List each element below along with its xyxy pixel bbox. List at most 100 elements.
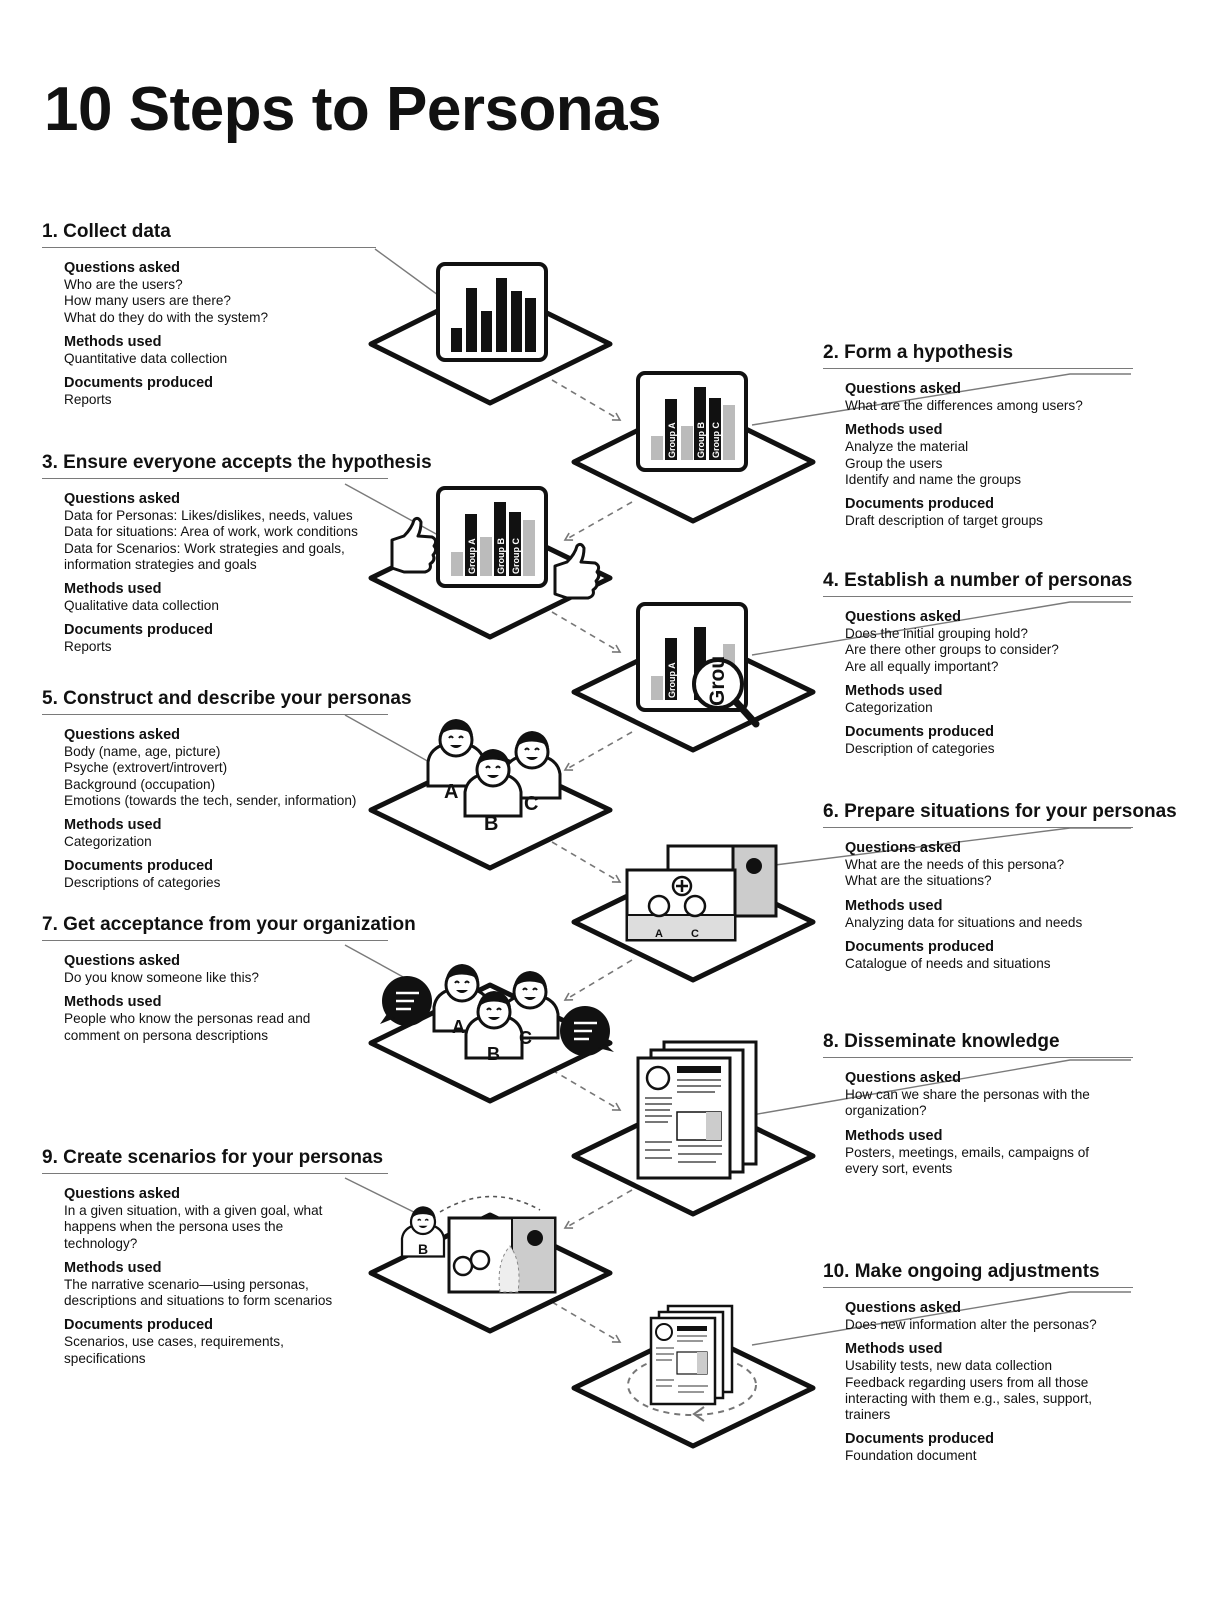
svg-text:C: C <box>524 793 538 815</box>
documents-section: Documents produced Foundation document <box>845 1431 1133 1464</box>
documents-heading: Documents produced <box>845 938 995 955</box>
document-line: Reports <box>64 392 112 408</box>
page-title: 10 Steps to Personas <box>44 75 662 144</box>
documents-section: Documents produced Scenarios, use cases,… <box>64 1317 388 1367</box>
methods-section: Methods used Posters, meetings, emails, … <box>845 1128 1133 1178</box>
step-title: 3. Ensure everyone accepts the hypothesi… <box>42 452 432 473</box>
svg-text:Group B: Group B <box>696 422 706 458</box>
document-line: Description of categories <box>845 741 995 757</box>
step-5: 5. Construct and describe your personas … <box>42 687 412 892</box>
documents-heading: Documents produced <box>64 858 214 875</box>
flow-arrow <box>551 841 622 883</box>
question-line: information strategies and goals <box>64 556 257 572</box>
method-line: Feedback regarding users from all those <box>845 1374 1089 1390</box>
questions-section: Questions asked How can we share the per… <box>845 1070 1133 1120</box>
flow-arrow <box>551 1069 622 1111</box>
svg-text:C: C <box>691 928 699 940</box>
personas-group-icon: A C B <box>426 717 562 835</box>
questions-section: Questions asked Body (name, age, picture… <box>64 727 388 809</box>
documents-heading: Documents produced <box>64 622 214 639</box>
methods-heading: Methods used <box>845 1127 943 1144</box>
divider <box>823 1057 1133 1058</box>
speech-bubble-icon <box>560 1006 614 1056</box>
questions-section: Questions asked What are the differences… <box>845 381 1133 414</box>
divider <box>42 247 376 248</box>
documents-stack-icon <box>636 1040 758 1180</box>
method-line: People who know the personas read and <box>64 1011 311 1027</box>
step-3: 3. Ensure everyone accepts the hypothesi… <box>42 451 432 656</box>
methods-section: Methods used People who know the persona… <box>64 994 388 1044</box>
divider <box>823 596 1133 597</box>
questions-heading: Questions asked <box>845 1070 962 1086</box>
question-line: Data for situations: Area of work, work … <box>64 524 358 540</box>
methods-section: Methods used Qualitative data collection <box>64 581 388 614</box>
methods-heading: Methods used <box>845 422 943 439</box>
method-line: trainers <box>845 1407 891 1423</box>
personas-discussion-icon: A C B <box>380 962 614 1064</box>
divider <box>42 714 388 715</box>
methods-section: Methods used Quantitative data collectio… <box>64 334 376 367</box>
method-line: descriptions and situations to form scen… <box>64 1293 333 1309</box>
documents-section: Documents produced Draft description of … <box>845 496 1133 529</box>
method-line: Posters, meetings, emails, campaigns of <box>845 1144 1090 1160</box>
methods-section: Methods used The narrative scenario—usin… <box>64 1260 388 1310</box>
question-line: technology? <box>64 1235 138 1251</box>
documents-heading: Documents produced <box>64 375 214 392</box>
methods-section: Methods used Categorization <box>64 817 388 850</box>
methods-heading: Methods used <box>64 333 162 350</box>
svg-text:C: C <box>519 1028 532 1048</box>
step-title: 9. Create scenarios for your personas <box>42 1147 384 1168</box>
scenario-icon: B <box>400 1195 557 1294</box>
method-line: Group the users <box>845 455 943 471</box>
step-9: 9. Create scenarios for your personas Qu… <box>42 1146 388 1367</box>
svg-text:A: A <box>444 781 458 803</box>
speech-bubble-icon <box>380 976 432 1026</box>
methods-heading: Methods used <box>64 1259 162 1276</box>
methods-heading: Methods used <box>64 817 162 834</box>
question-line: What are the needs of this persona? <box>845 857 1065 872</box>
grouped-bar-chart-icon: Group A Group B Group C <box>636 371 748 472</box>
question-line: organization? <box>845 1103 927 1119</box>
question-line: happens when the persona uses the <box>64 1219 284 1235</box>
method-line: Categorization <box>845 699 933 715</box>
step-title: 5. Construct and describe your personas <box>42 688 412 709</box>
documents-heading: Documents produced <box>845 1431 995 1448</box>
questions-section: Questions asked Do you know someone like… <box>64 953 388 986</box>
question-line: What are the differences among users? <box>845 398 1083 413</box>
questions-heading: Questions asked <box>845 840 962 856</box>
situation-cards-icon: A C <box>625 844 778 942</box>
questions-heading: Questions asked <box>64 491 181 507</box>
method-line: Quantitative data collection <box>64 350 228 366</box>
documents-section: Documents produced Descriptions of categ… <box>64 858 388 891</box>
methods-section: Methods used Analyze the material Group … <box>845 422 1133 488</box>
question-line: Does new information alter the personas? <box>845 1317 1097 1332</box>
question-line: Who are the users? <box>64 277 183 292</box>
question-line: What are the situations? <box>845 873 992 889</box>
flow-arrow <box>563 1189 633 1229</box>
method-line: Usability tests, new data collection <box>845 1358 1053 1374</box>
questions-section: Questions asked In a given situation, wi… <box>64 1186 388 1252</box>
svg-text:Grou: Grou <box>706 656 729 706</box>
step-title: 1. Collect data <box>42 221 171 242</box>
step-title: 7. Get acceptance from your organization <box>42 914 416 935</box>
document-line: Catalogue of needs and situations <box>845 955 1051 971</box>
methods-section: Methods used Usability tests, new data c… <box>845 1341 1133 1423</box>
question-line: What do they do with the system? <box>64 309 269 325</box>
divider <box>823 1287 1133 1288</box>
document-line: specifications <box>64 1350 146 1366</box>
step-title: 10. Make ongoing adjustments <box>823 1261 1100 1282</box>
step-8: 8. Disseminate knowledge Questions asked… <box>823 1030 1133 1177</box>
document-line: Scenarios, use cases, requirements, <box>64 1334 284 1350</box>
step-10: 10. Make ongoing adjustments Questions a… <box>823 1260 1133 1465</box>
documents-heading: Documents produced <box>845 724 995 741</box>
documents-section: Documents produced Reports <box>64 375 376 408</box>
svg-text:A: A <box>655 928 663 940</box>
questions-section: Questions asked Does the initial groupin… <box>845 609 1133 675</box>
document-line: Foundation document <box>845 1448 977 1464</box>
flow-arrow <box>551 379 622 421</box>
svg-text:Group A: Group A <box>467 538 477 574</box>
step-2: 2. Form a hypothesis Questions asked Wha… <box>823 341 1133 529</box>
question-line: Are there other groups to consider? <box>845 642 1059 658</box>
questions-heading: Questions asked <box>64 727 181 743</box>
method-line: Analyzing data for situations and needs <box>845 914 1083 930</box>
